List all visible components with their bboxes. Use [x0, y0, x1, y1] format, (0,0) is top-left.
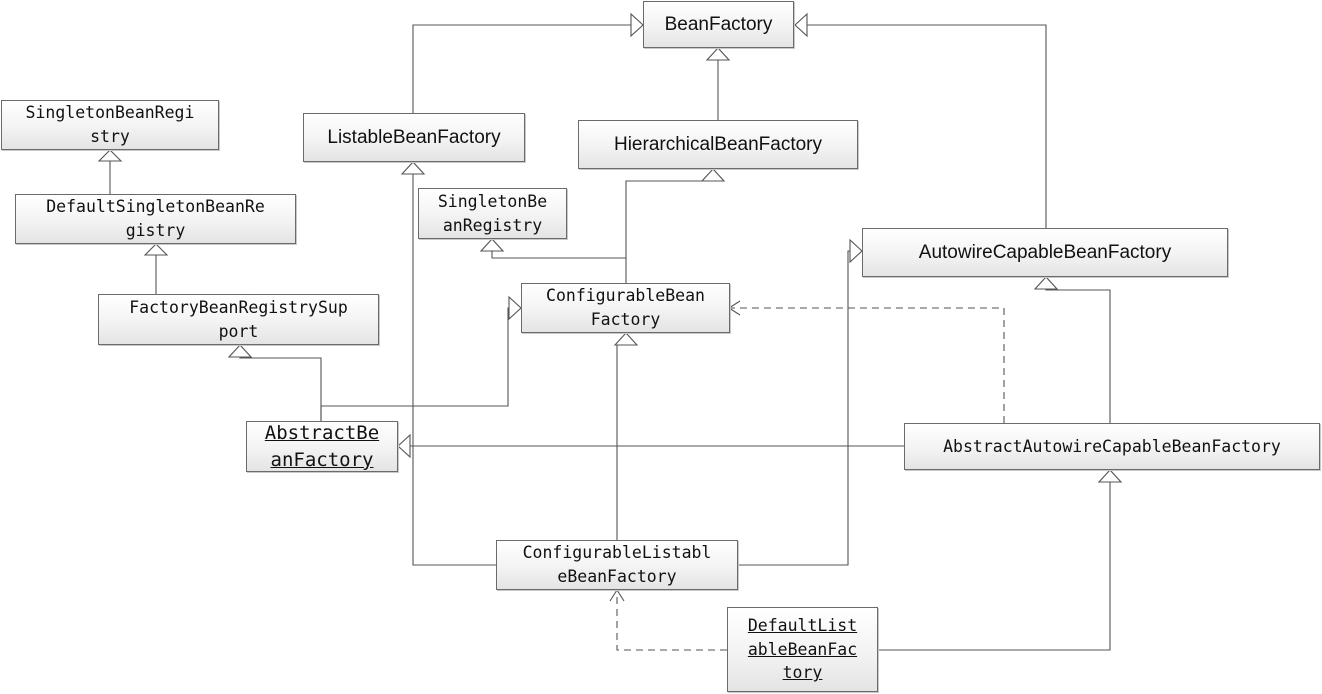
arrowhead-abstractautowire	[1097, 469, 1123, 483]
arrowhead-configurable-bottom	[613, 332, 639, 346]
arrowhead-configurable-left	[508, 295, 522, 321]
class-singleton-bean-registry-mid: SingletonBe anRegistry	[418, 188, 567, 239]
class-label: SingletonBe anRegistry	[437, 191, 548, 235]
arrowhead-configlistable-open	[609, 588, 625, 602]
arrowhead-singletonregistry-top	[97, 149, 123, 162]
class-label: ListableBeanFactory	[327, 126, 501, 148]
class-label: BeanFactory	[664, 13, 773, 35]
class-label: ConfigurableListabl eBeanFactory	[522, 543, 712, 586]
class-configurable-listable-bean-factory: ConfigurableListabl eBeanFactory	[496, 540, 738, 590]
arrowhead-abstractbean	[397, 433, 411, 459]
class-label: AutowireCapableBeanFactory	[918, 241, 1172, 263]
edge-abstractbean-to-factorysupport	[239, 356, 322, 421]
edge-abstractautowire-dep-configurable	[730, 307, 1005, 423]
arrowhead-factorysupport	[227, 344, 253, 358]
class-default-singleton-bean-registry: DefaultSingletonBeanRe gistry	[15, 194, 296, 244]
class-label: AbstractAutowireCapableBeanFactory	[943, 436, 1281, 456]
arrowhead-hierarchical	[700, 168, 726, 182]
edge-configurable-to-singletonmid	[491, 250, 626, 259]
arrowhead-defaultsingleton	[143, 243, 169, 256]
arrowhead-beanfactory-right	[794, 12, 808, 38]
edge-defaultlistable-to-abstractautowire	[878, 482, 1111, 651]
class-default-listable-bean-factory: DefaultList ableBeanFac tory	[727, 607, 878, 692]
edge-abstractautowire-to-autowire	[1045, 288, 1111, 423]
arrowhead-beanfactory-left	[630, 12, 644, 38]
class-factory-bean-registry-support: FactoryBeanRegistrySup port	[98, 294, 379, 345]
class-hierarchical-bean-factory: HierarchicalBeanFactory	[578, 120, 858, 169]
class-label: ConfigurableBean Factory	[546, 286, 705, 329]
class-label: FactoryBeanRegistrySup port	[129, 297, 348, 341]
class-autowire-capable-bean-factory: AutowireCapableBeanFactory	[862, 228, 1228, 277]
edge-configurable-to-hierarchical	[625, 180, 714, 283]
edge-configlistable-to-listable	[412, 174, 496, 566]
class-bean-factory: BeanFactory	[643, 1, 794, 48]
edge-listable-to-beanfactory	[412, 24, 633, 113]
class-configurable-bean-factory: ConfigurableBean Factory	[521, 283, 730, 333]
class-listable-bean-factory: ListableBeanFactory	[303, 113, 525, 162]
class-singleton-bean-registry-top: SingletonBeanRegi stry	[1, 100, 219, 150]
class-abstract-bean-factory: AbstractBe anFactory	[246, 421, 398, 472]
edge-autowire-to-beanfactory	[806, 24, 1047, 228]
arrowhead-singletonmid	[479, 238, 505, 252]
arrowhead-autowire-bottom	[1033, 276, 1059, 290]
class-abstract-autowire-capable-bean-factory: AbstractAutowireCapableBeanFactory	[904, 423, 1320, 470]
class-label: DefaultList ableBeanFac tory	[747, 615, 858, 683]
arrowhead-autowire-left	[849, 238, 863, 264]
edge-defaultlistable-dep-configlistable	[616, 592, 727, 651]
edge-configlistable-to-autowire	[738, 250, 851, 566]
arrowhead-listable	[400, 161, 426, 175]
class-label: AbstractBe anFactory	[264, 421, 380, 471]
class-label: HierarchicalBeanFactory	[613, 133, 823, 155]
class-label: SingletonBeanRegi stry	[25, 103, 195, 146]
arrowhead-beanfactory-bottom	[705, 47, 731, 61]
class-label: DefaultSingletonBeanRe gistry	[46, 197, 265, 240]
